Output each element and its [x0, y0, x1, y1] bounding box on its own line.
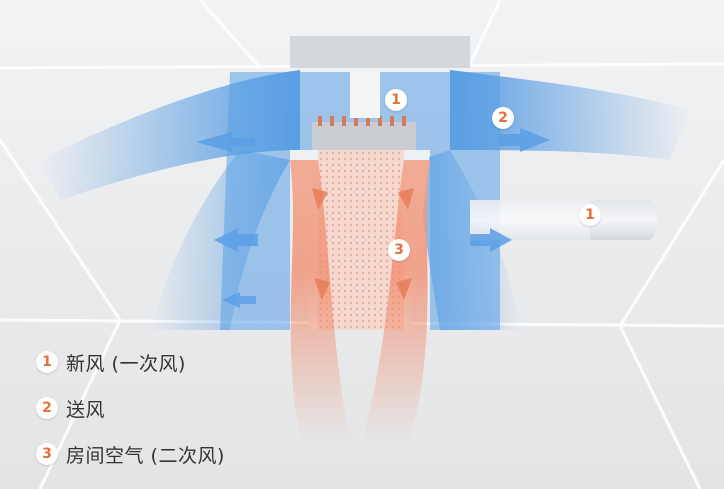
marker-fresh-air-duct: 1 — [579, 204, 601, 226]
legend-badge: 1 — [36, 351, 58, 373]
room-air-right — [362, 160, 430, 440]
legend-item-supply-air: 2 送风 — [36, 395, 225, 421]
legend-label: 房间空气 (二次风) — [66, 444, 225, 467]
supply-arrows — [196, 128, 550, 308]
nozzle-row — [318, 116, 406, 126]
supply-inlet — [350, 72, 380, 118]
legend-label: 送风 — [66, 398, 106, 421]
legend-badge: 2 — [36, 397, 58, 419]
room-air-arrows — [312, 188, 414, 300]
marker-room-air: 3 — [388, 239, 410, 261]
legend-badge: 3 — [36, 443, 58, 465]
legend-item-room-air: 3 房间空气 (二次风) — [36, 441, 225, 467]
legend: 1 新风 (一次风) 2 送风 3 房间空气 (二次风) — [36, 349, 225, 487]
marker-supply-air: 2 — [492, 107, 514, 129]
room-air-left — [290, 160, 350, 440]
beam-housing — [220, 72, 500, 330]
legend-item-fresh-air: 1 新风 (一次风) — [36, 349, 225, 375]
coil-block — [312, 122, 416, 150]
marker-fresh-air-top: 1 — [385, 89, 407, 111]
fresh-air-duct — [470, 200, 658, 240]
plenum-box — [290, 36, 470, 68]
legend-label: 新风 (一次风) — [66, 352, 186, 375]
